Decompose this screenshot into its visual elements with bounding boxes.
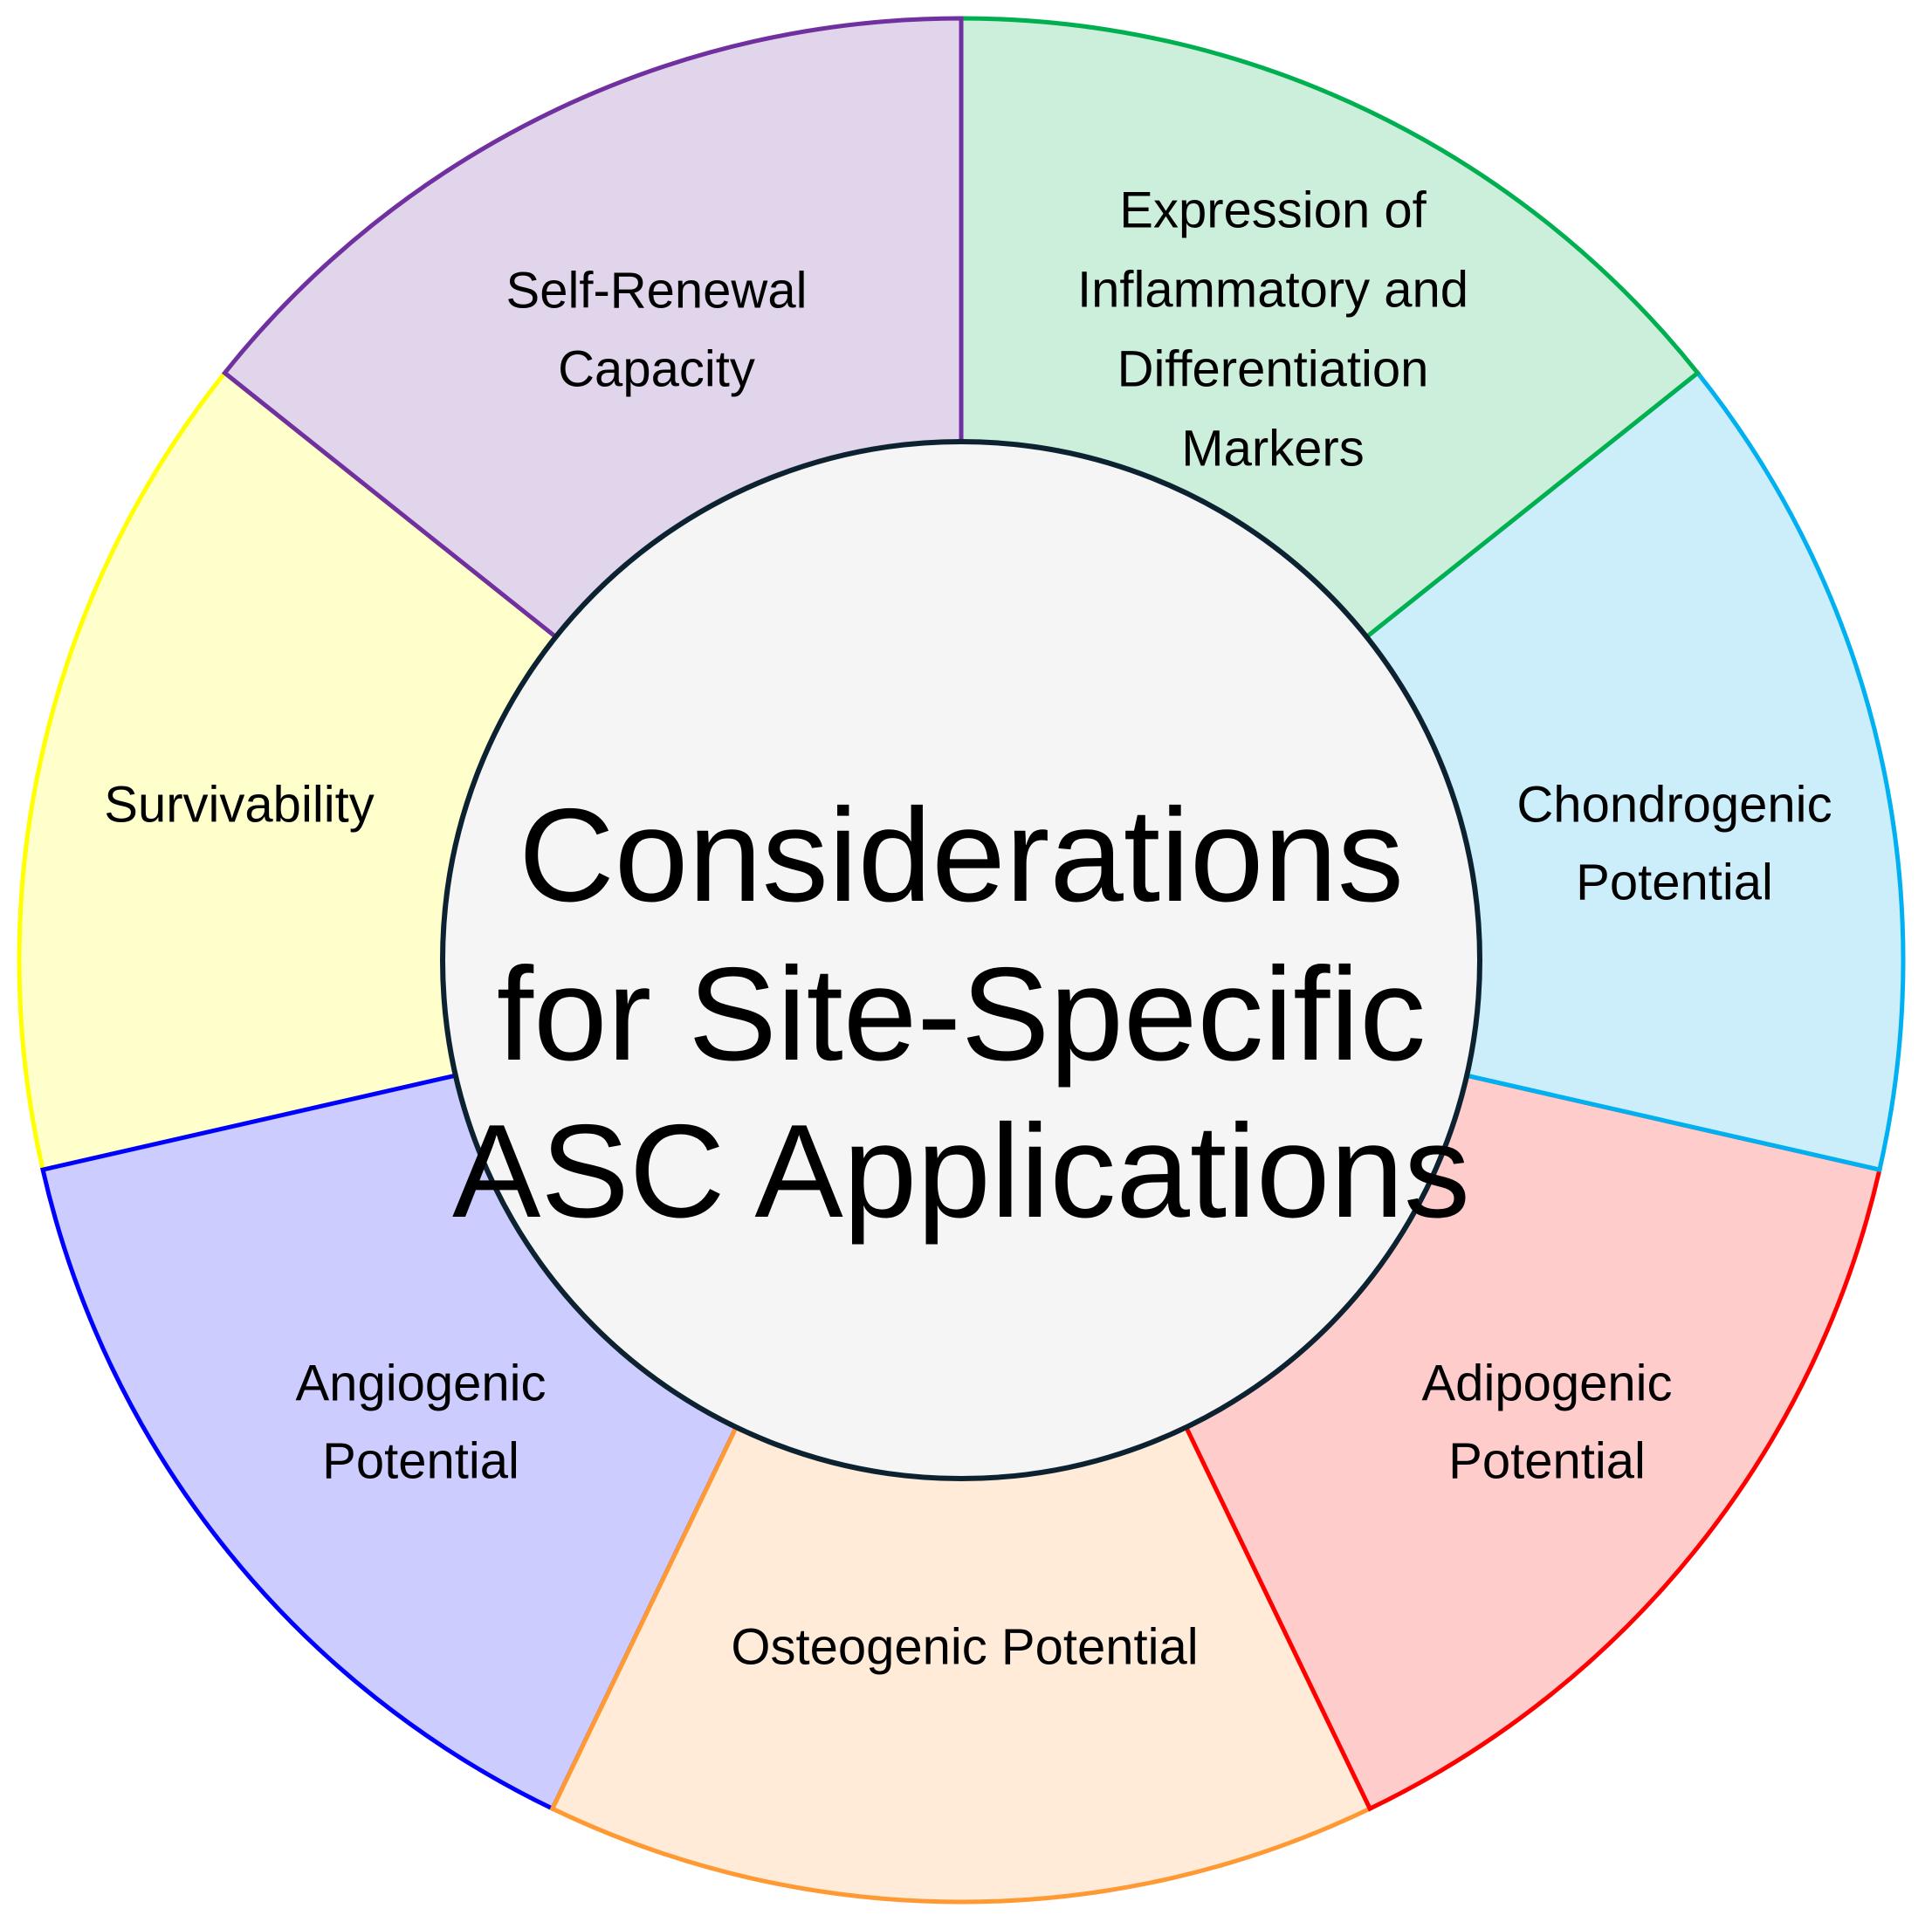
segment-label-line: Chondrogenic (1516, 777, 1832, 834)
segment-label-line: Capacity (558, 341, 755, 398)
segment-label-line: Inflammatory and (1077, 262, 1468, 319)
segment-label-line: Osteogenic Potential (731, 1619, 1198, 1676)
segment-label-line: Self-Renewal (506, 263, 808, 319)
segment-label-line: Potential (1448, 1433, 1646, 1490)
center-hub: Considerations for Site-Specific ASC App… (440, 439, 1482, 1481)
center-title-line-1: Considerations (519, 781, 1404, 930)
segment-label-line: Markers (1181, 421, 1364, 477)
segment-label-line: Angiogenic (296, 1356, 547, 1412)
center-circle (440, 439, 1482, 1481)
segment-label-osteogenic: Osteogenic Potential (731, 1619, 1198, 1676)
segment-label-line: Potential (1576, 855, 1773, 911)
center-title-line-3: ASC Applications (452, 1097, 1470, 1246)
segment-label-markers: Expression of Inflammatory andDifferentia… (1077, 182, 1468, 477)
segment-label-line: Expression of (1119, 182, 1427, 239)
segment-label-line: Potential (322, 1433, 519, 1490)
segment-label-line: Differentiation (1117, 341, 1429, 398)
segment-label-line: Adipogenic (1422, 1356, 1673, 1412)
segment-label-line: Survivability (104, 777, 374, 834)
segment-label-survivability: Survivability (104, 777, 374, 834)
center-title-line-2: for Site-Specific (497, 940, 1426, 1088)
segments-layer (17, 16, 1906, 1905)
